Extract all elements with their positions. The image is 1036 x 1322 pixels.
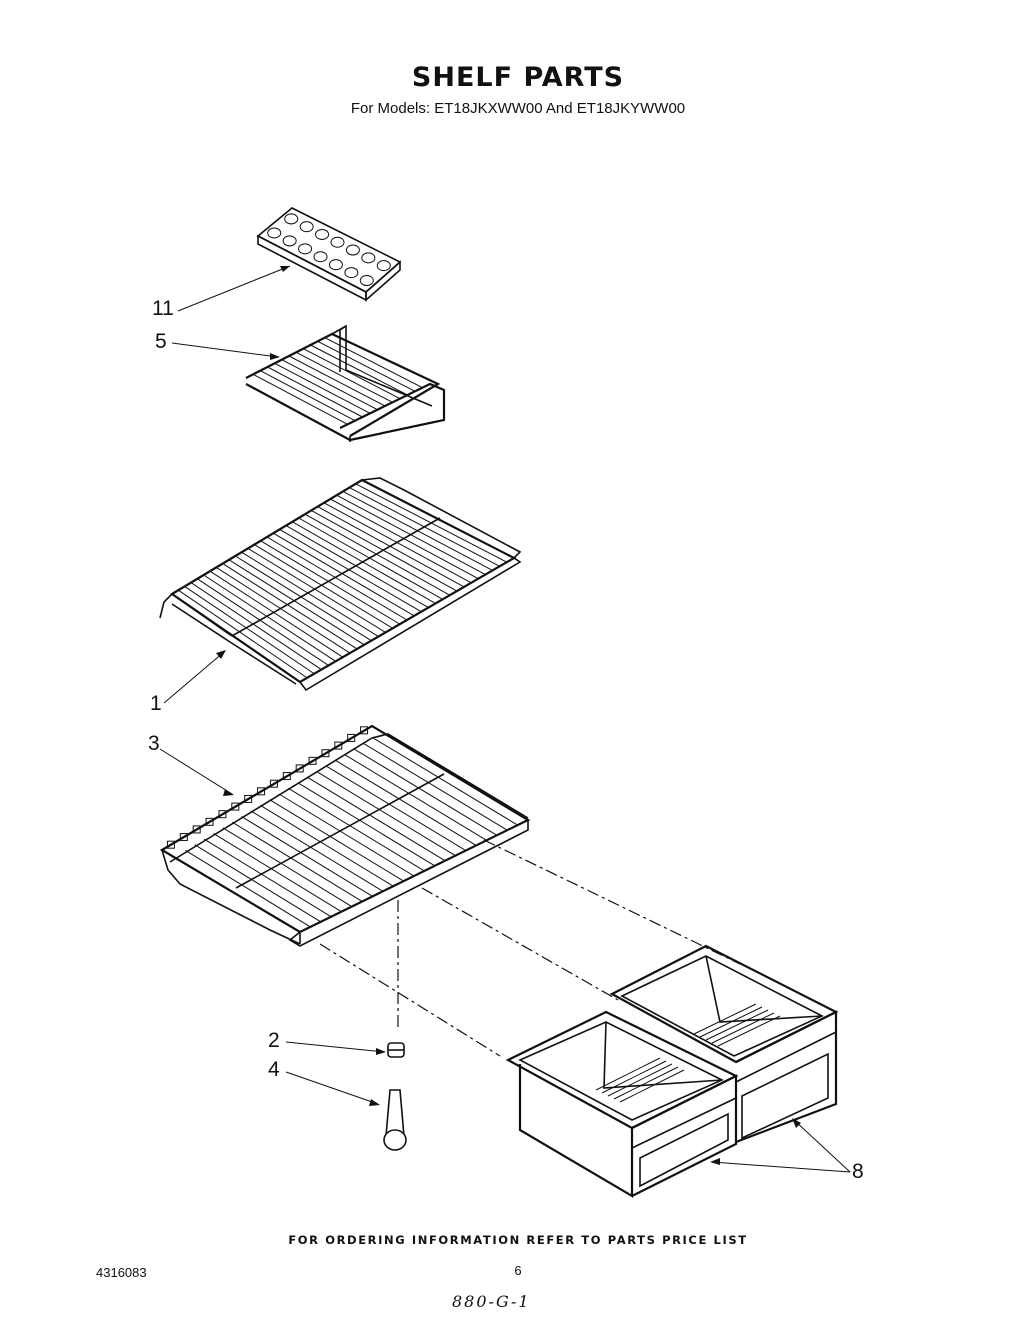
leader-1: [163, 651, 225, 704]
leader-4: [285, 1071, 379, 1105]
document-number: 4316083: [96, 1265, 147, 1280]
callout-5: 5: [155, 330, 167, 353]
callout-3: 3: [148, 732, 160, 755]
small-wire-shelf-drawing: [245, 324, 446, 442]
leader-8b: [793, 1119, 851, 1173]
crisper-cover-shelf-drawing: [159, 724, 531, 947]
page-number: 6: [514, 1263, 522, 1278]
callout-8: 8: [852, 1160, 864, 1183]
callout-2: 2: [268, 1029, 280, 1052]
ice-cube-tray-drawing: [256, 207, 402, 302]
callout-4: 4: [268, 1058, 280, 1081]
wire-shelf-drawing: [159, 477, 522, 692]
alignment-lines: [319, 839, 741, 1057]
page-title: SHELF PARTS: [411, 62, 625, 93]
plug-and-support-drawing: [383, 1042, 407, 1151]
leader-3: [159, 748, 233, 795]
leader-5: [171, 342, 279, 358]
leader-11: [177, 265, 291, 312]
handwritten-code: 880-G-1: [452, 1292, 531, 1311]
model-subtitle: For Models: ET18JKXWW00 And ET18JKYWW00: [350, 100, 686, 117]
leader-2: [285, 1041, 385, 1053]
callout-11: 11: [152, 297, 174, 320]
ordering-note: FOR ORDERING INFORMATION REFER TO PARTS …: [288, 1233, 748, 1247]
crisper-drawers-drawing: [505, 944, 839, 1198]
leader-8a: [711, 1161, 851, 1173]
callout-1: 1: [150, 692, 162, 715]
